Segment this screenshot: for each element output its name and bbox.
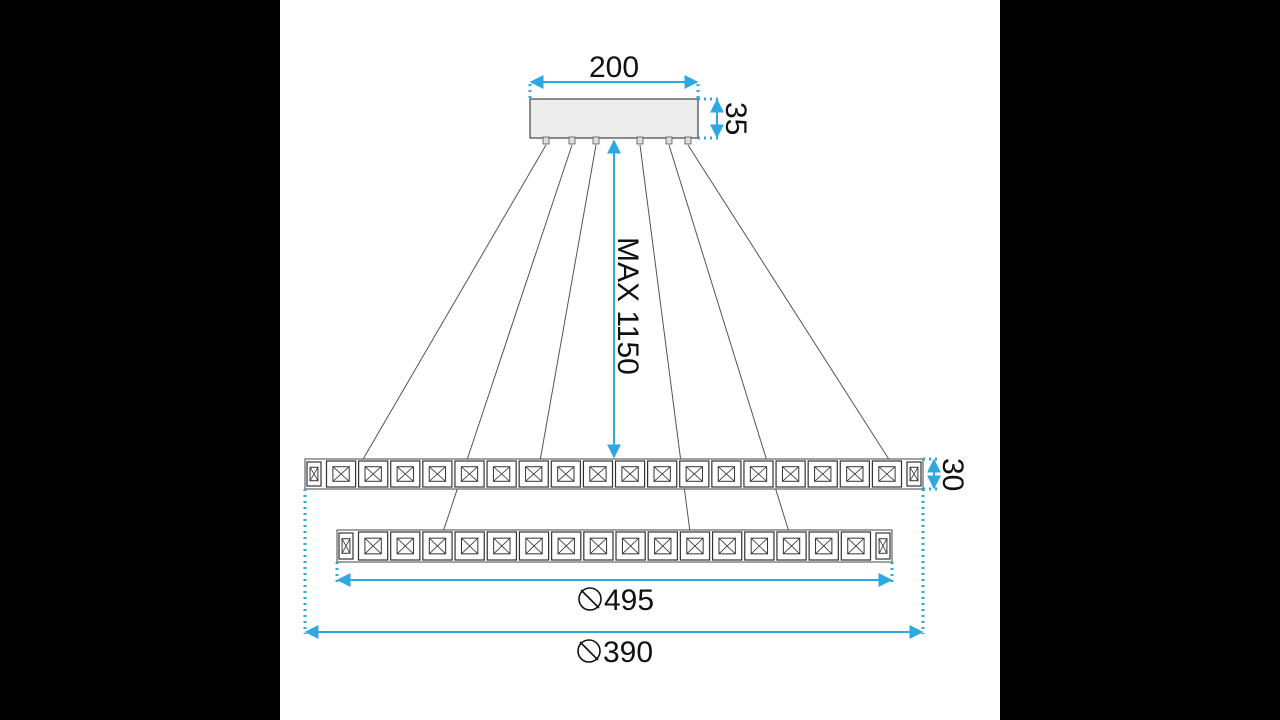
crystal-block: [743, 460, 774, 488]
crystal-block: [422, 460, 453, 488]
crystal-block: [647, 460, 678, 488]
max-drop-label: MAX 1150: [611, 237, 644, 375]
ceiling-canopy: [529, 98, 699, 145]
crystal-block: [808, 531, 839, 561]
crystal-block: [486, 531, 518, 561]
crystal-block: [871, 460, 903, 488]
diameter-icon: [578, 587, 602, 611]
inner-diameter-label: 495: [604, 584, 654, 617]
max-drop-dimension: MAX 1150: [607, 139, 644, 459]
outer-crystal-ring: [304, 458, 924, 490]
crystal-block: [744, 531, 775, 561]
crystal-block: [840, 531, 872, 561]
crystal-block: [518, 460, 549, 488]
crystal-block: [679, 531, 711, 561]
canopy-height-label: 35: [719, 102, 752, 135]
ring-height-label: 30: [936, 458, 969, 491]
ring-height-dimension: 30: [923, 457, 969, 491]
crystal-block: [647, 531, 678, 561]
canopy-width-dimension: 200: [528, 51, 700, 100]
crystal-block: [679, 460, 710, 488]
crystal-block: [582, 460, 614, 488]
crystal-block: [486, 460, 517, 488]
diameter-icon: [577, 639, 601, 663]
crystal-block: [776, 531, 807, 561]
crystal-block: [614, 460, 646, 488]
inner-crystal-ring: [336, 529, 893, 563]
canopy-width-label: 200: [589, 51, 639, 84]
crystal-block: [906, 461, 922, 487]
crystal-block: [357, 531, 389, 561]
crystal-block: [775, 460, 806, 488]
crystal-block: [550, 460, 581, 488]
crystal-block: [711, 460, 742, 488]
canopy-cable-pins: [542, 136, 692, 145]
crystal-block: [551, 531, 582, 561]
crystal-block: [875, 532, 891, 560]
crystal-block: [839, 460, 870, 488]
crystal-block: [306, 461, 322, 487]
crystal-block: [390, 460, 421, 488]
outer-diameter-label: 390: [603, 636, 653, 669]
crystal-block: [338, 532, 354, 560]
crystal-block: [422, 531, 453, 561]
crystal-block: [454, 531, 485, 561]
inner-diameter-dimension: 495: [335, 562, 894, 617]
crystal-block: [358, 460, 389, 488]
crystal-block: [390, 531, 421, 561]
crystal-block: [325, 460, 357, 488]
crystal-block: [615, 531, 646, 561]
crystal-block: [583, 531, 614, 561]
crystal-block: [807, 460, 838, 488]
crystal-block: [711, 531, 743, 561]
outer-diameter-dimension: 390: [303, 489, 925, 669]
crystal-block: [518, 531, 550, 561]
crystal-block: [454, 460, 485, 488]
canopy-height-dimension: 35: [698, 97, 752, 140]
